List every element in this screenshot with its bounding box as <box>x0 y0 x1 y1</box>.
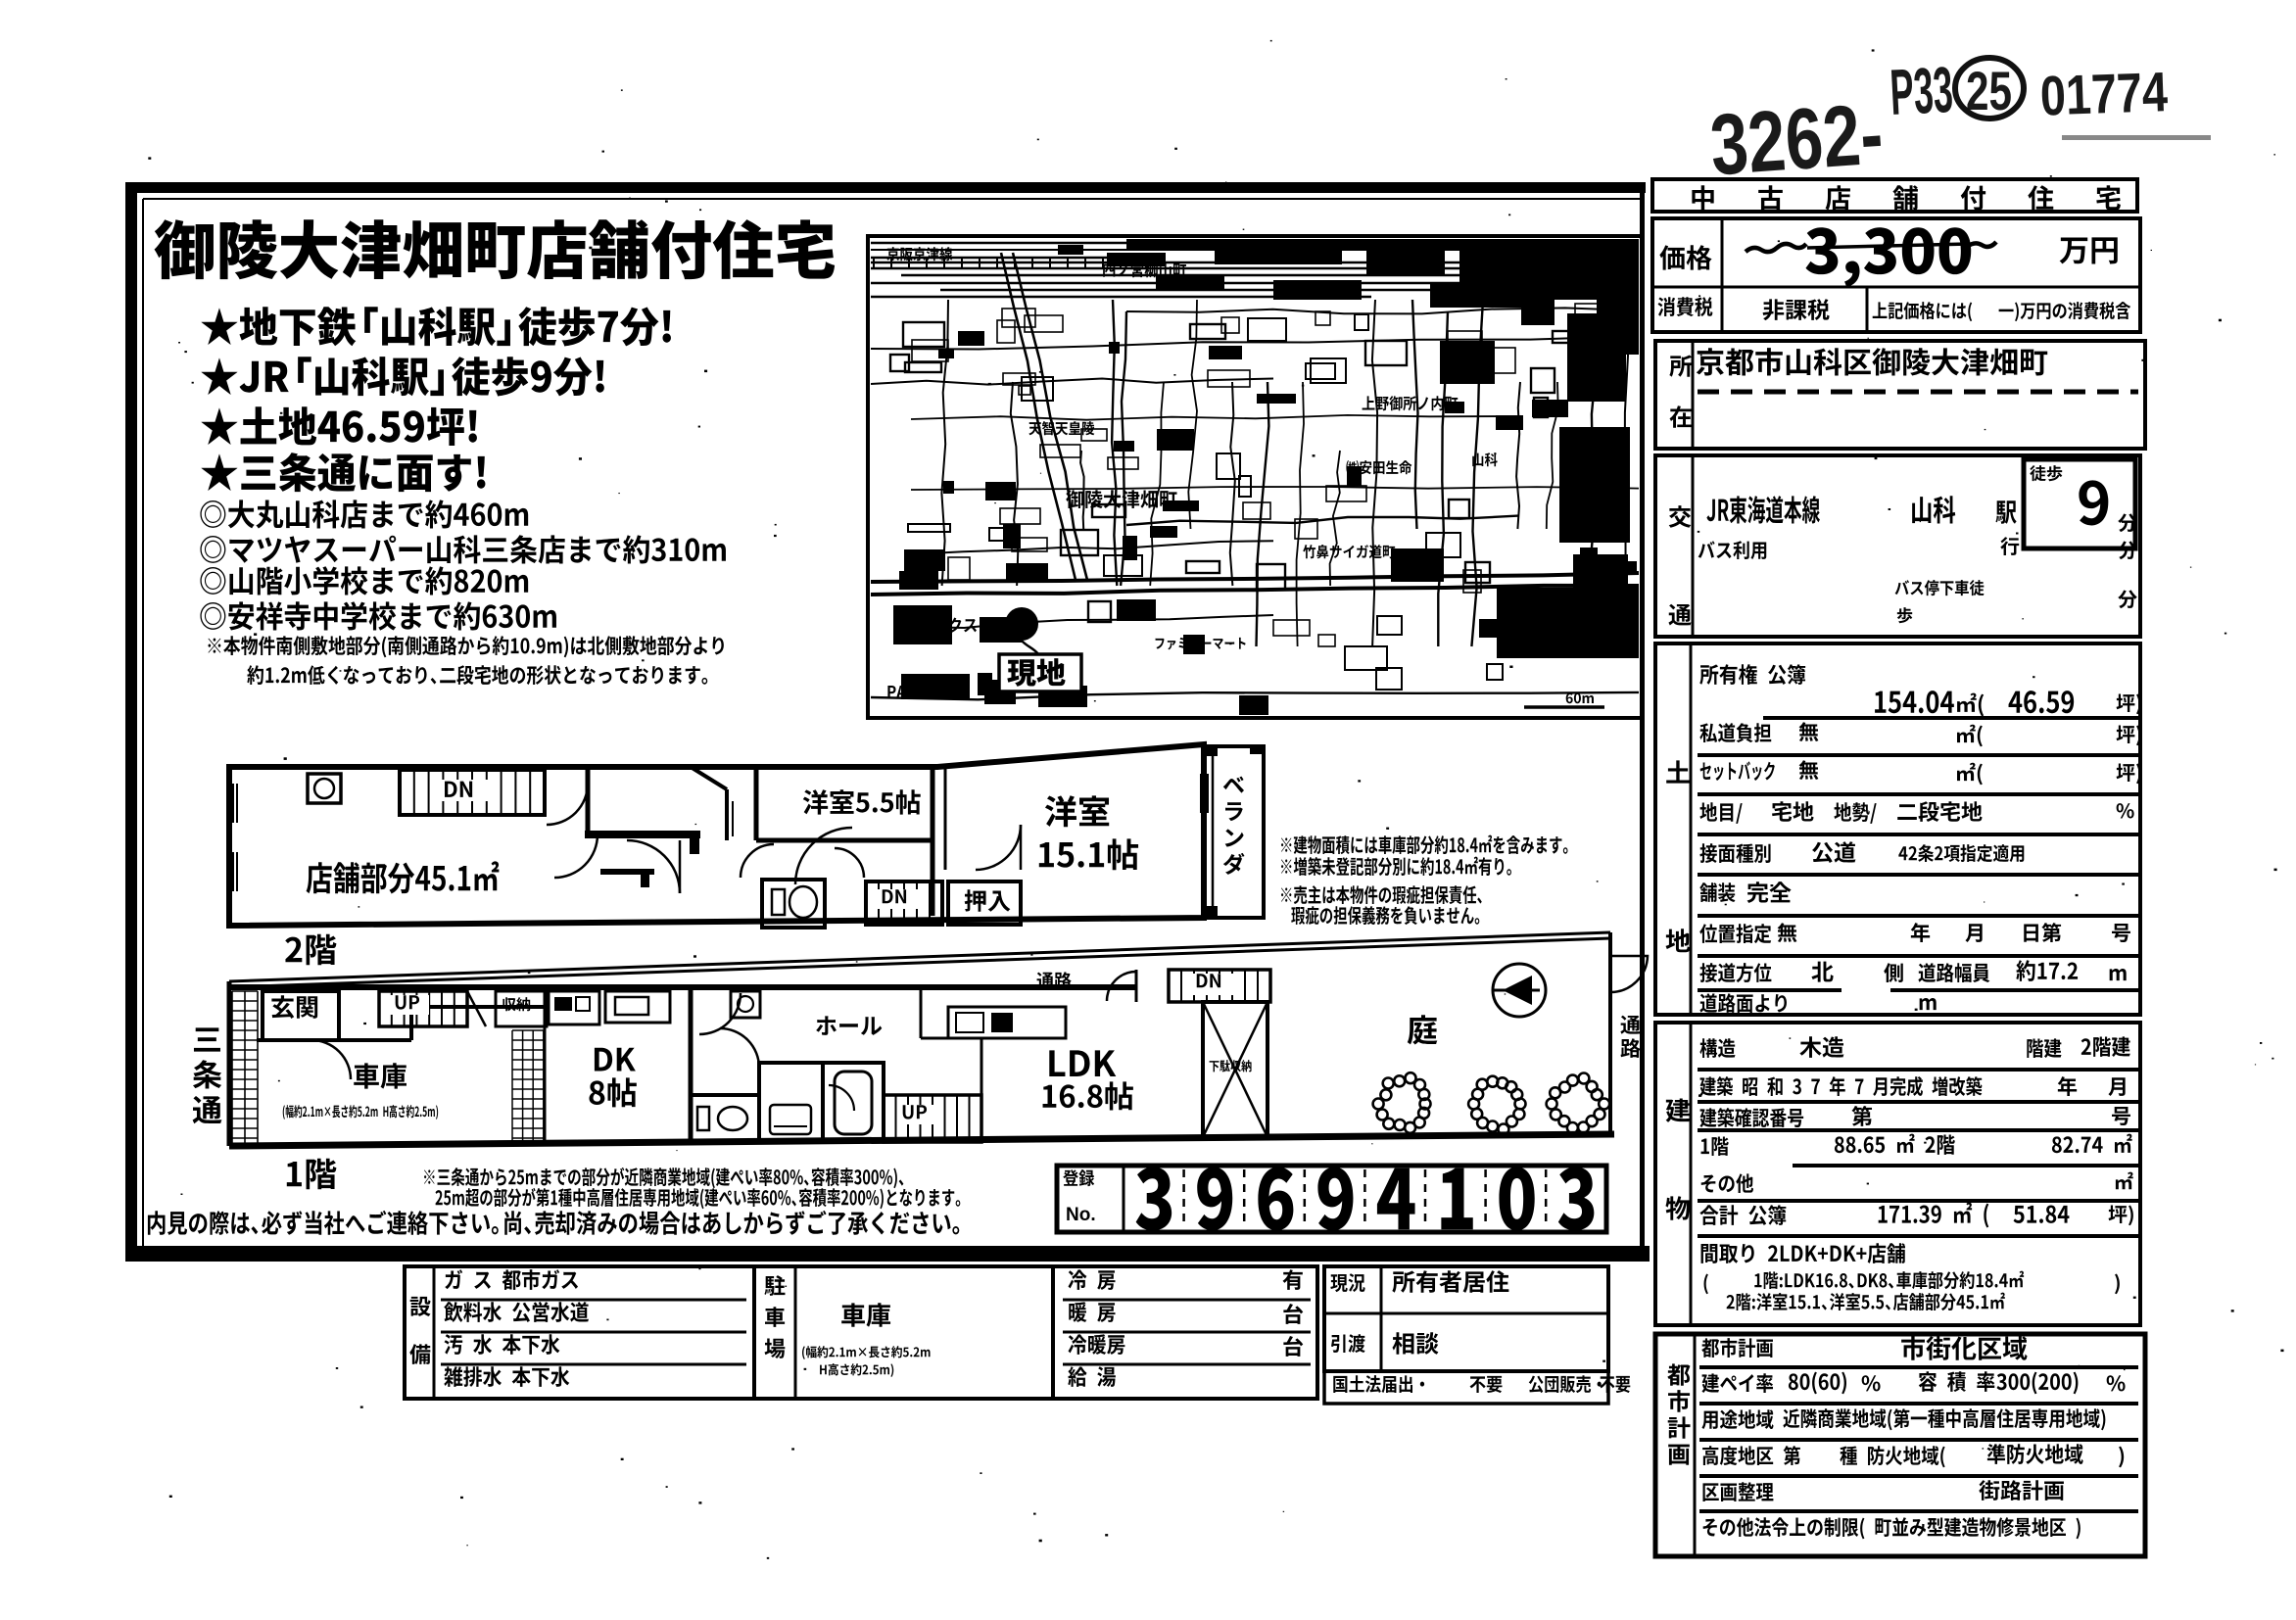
svg-text:P33: P33 <box>1889 53 1955 128</box>
svg-text:No.: No. <box>1066 1205 1096 1225</box>
svg-text:3262-: 3262- <box>1707 84 1886 193</box>
svg-text:25: 25 <box>1966 60 2012 121</box>
svg-text:01774: 01774 <box>2039 61 2169 128</box>
